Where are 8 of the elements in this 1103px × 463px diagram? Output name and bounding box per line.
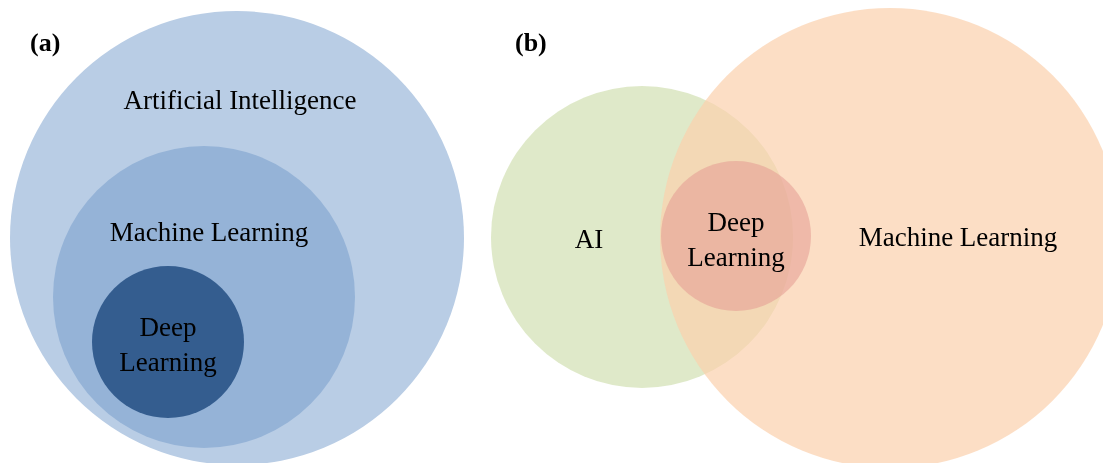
circle-label: Deep Learning xyxy=(118,310,218,379)
circle-label: Deep Learning xyxy=(686,205,786,274)
circle-label: AI xyxy=(573,223,605,257)
panel-label: (b) xyxy=(515,28,547,58)
circle-label: Machine Learning xyxy=(857,221,1059,255)
circle-label: Artificial Intelligence xyxy=(122,84,358,118)
circle-label: Machine Learning xyxy=(108,216,310,250)
panel-label: (a) xyxy=(30,28,61,58)
